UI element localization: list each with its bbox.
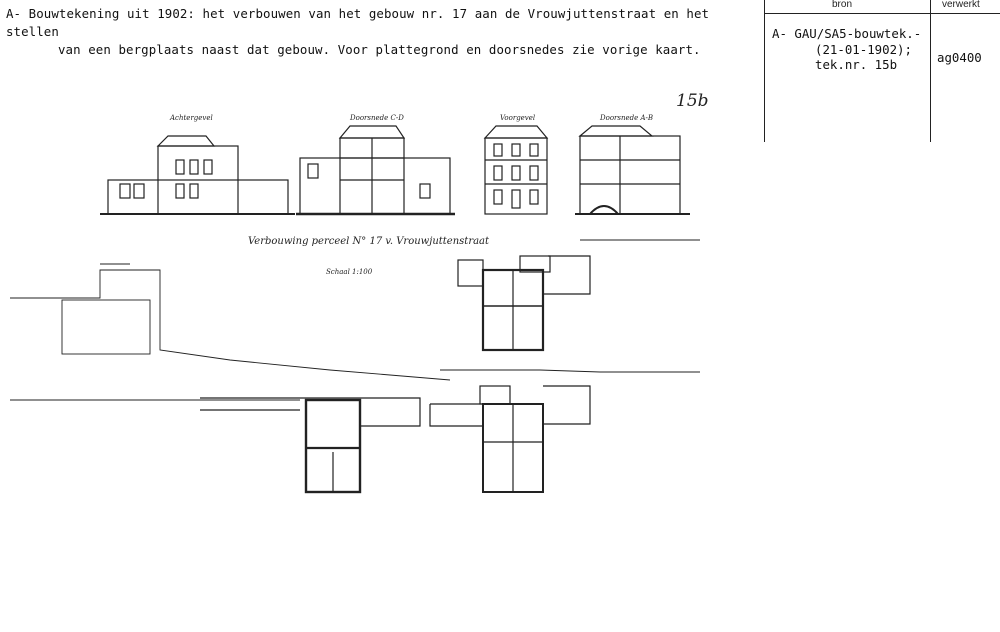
card-description: A- Bouwtekening uit 1902: het verbouwen … [6,5,761,59]
table-header-divider [764,13,1000,14]
label-section-ab: Doorsnede A-B [599,114,653,122]
label-facade: Voorgevel [500,114,535,122]
processed-code: ag0400 [937,50,982,65]
source-reference: A- GAU/SA5-bouwtek.- (21-01-1902); tek.n… [772,26,921,73]
architectural-drawing: 15b Achtergevel Doorsnede C-D Voorgevel … [10,91,709,494]
ground-floor-plan-house [429,385,591,493]
header-processed: verwerkt [942,0,980,10]
front-facade [483,125,549,215]
sheet-number: 15b [676,91,709,111]
description-line-1: A- Bouwtekening uit 1902: het verbouwen … [6,6,710,39]
section-ab [575,125,690,215]
source-line-3: tek.nr. 15b [815,57,898,72]
label-section-cd: Doorsnede C-D [349,114,404,122]
table-column-divider [930,0,931,142]
upper-floor-plan [457,255,591,352]
site-plan [10,239,700,401]
source-line-1: A- GAU/SA5-bouwtek.- [772,26,922,41]
source-line-2: (21-01-1902); [815,41,912,57]
label-elevation-rear: Achtergevel [169,114,213,122]
section-cd [296,125,455,216]
description-line-2: van een bergplaats naast dat gebouw. Voo… [58,42,701,57]
drawing-caption: Verbouwing perceel N° 17 v. Vrouwjuttens… [248,236,490,247]
header-source: bron [832,0,853,10]
rear-elevation [100,135,295,215]
drawing-scale: Schaal 1:100 [326,268,373,276]
table-border-left [764,0,765,142]
ground-floor-plan-storage [200,397,421,494]
